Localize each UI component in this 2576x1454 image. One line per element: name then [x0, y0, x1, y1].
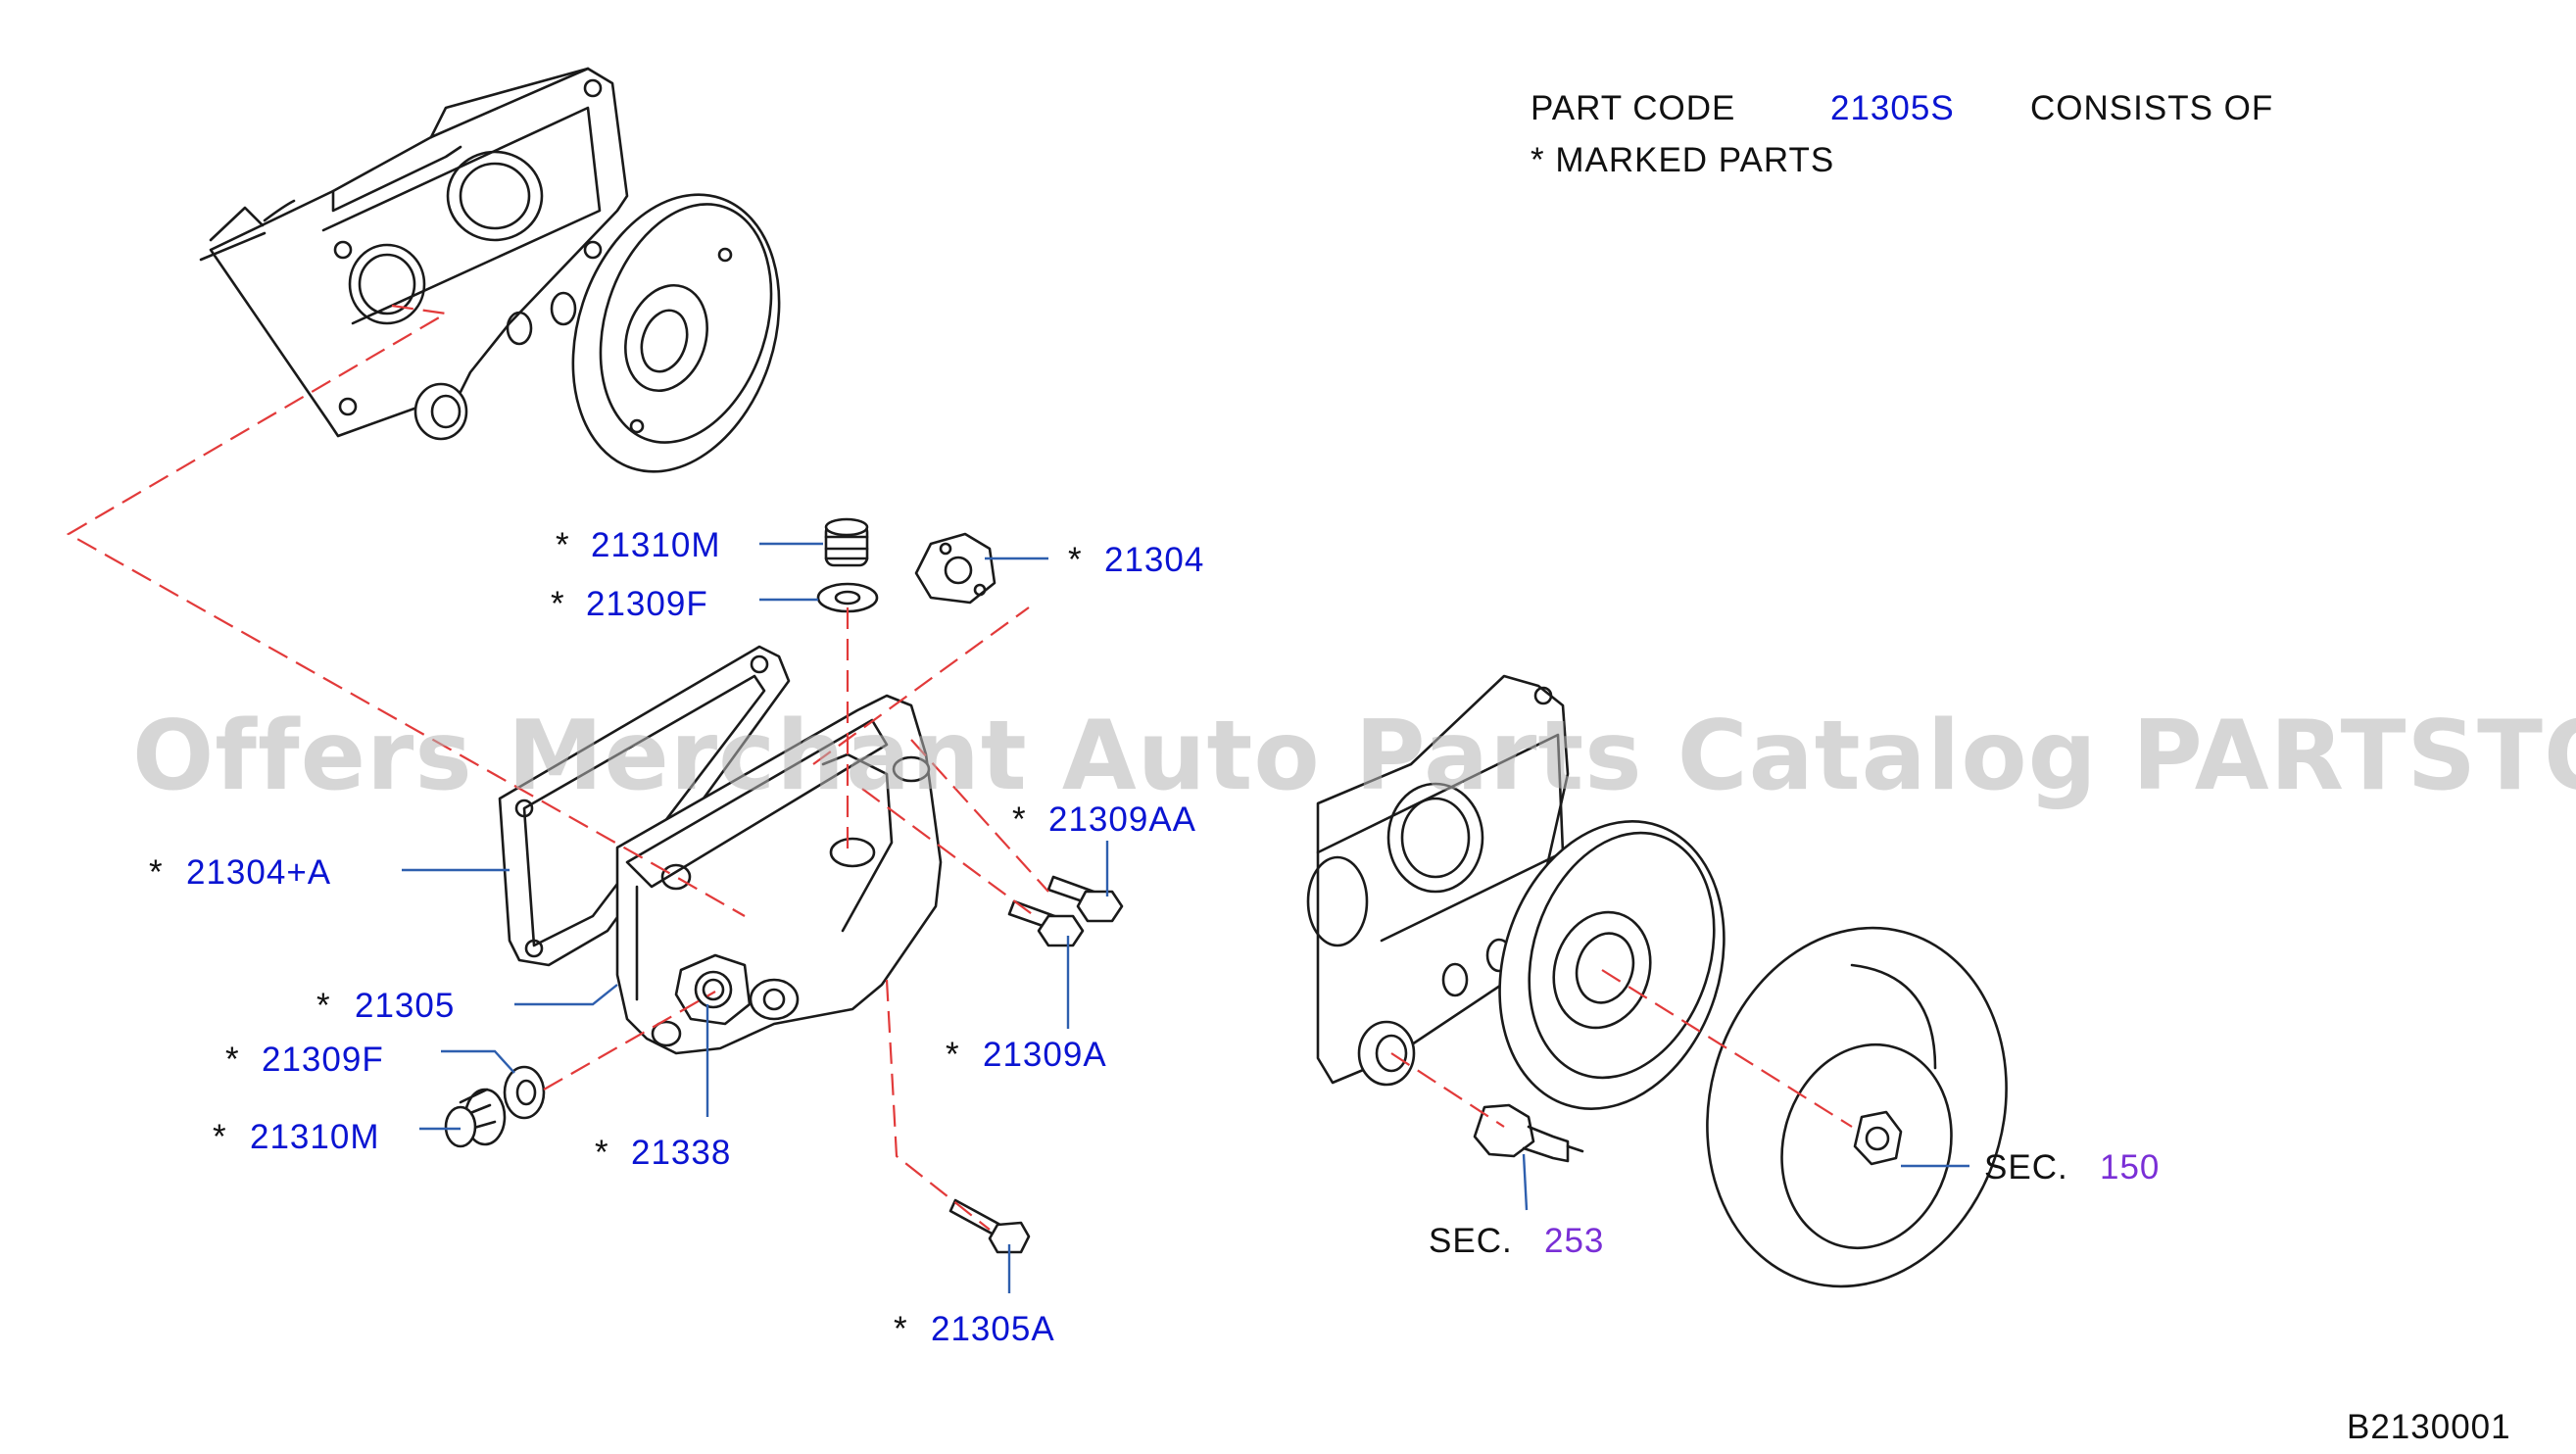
callout-code[interactable]: 21309AA: [1048, 800, 1196, 839]
callout-code[interactable]: 21310M: [591, 526, 720, 564]
callout-code[interactable]: 21304: [1104, 541, 1204, 579]
callout-marker: *: [225, 1041, 240, 1079]
callout-marker: *: [894, 1310, 908, 1348]
callout-marker: *: [149, 853, 164, 892]
header-note: PART CODE 21305S CONSISTS OF * MARKED PA…: [1531, 89, 2273, 179]
section-ref-150[interactable]: SEC. 150: [1984, 1148, 2160, 1187]
bolt-21310m-bottom: [444, 1088, 507, 1148]
header-line2: * MARKED PARTS: [1531, 141, 1834, 179]
callout-code[interactable]: 21305A: [931, 1310, 1055, 1348]
header-set-code[interactable]: 21305S: [1830, 89, 1955, 127]
callout-21309f-top[interactable]: * 21309F: [551, 585, 708, 623]
callout-code[interactable]: 21338: [631, 1134, 731, 1172]
section-label: SEC.: [1429, 1222, 1513, 1260]
callout-marker: *: [551, 585, 565, 623]
oil-filter-bracket: [498, 645, 943, 1055]
callout-21309a[interactable]: * 21309A: [946, 1036, 1107, 1074]
callout-21305[interactable]: * 21305: [316, 987, 455, 1025]
callout-marker: *: [213, 1118, 227, 1156]
bolt-21310m-top: [824, 517, 869, 567]
callout-code[interactable]: 21305: [355, 987, 455, 1025]
callout-marker: *: [595, 1134, 609, 1172]
callout-21338[interactable]: * 21338: [595, 1134, 731, 1172]
callout-marker: *: [316, 987, 331, 1025]
section-number[interactable]: 150: [2100, 1148, 2160, 1187]
gasket-21304: [914, 532, 996, 605]
callout-code[interactable]: 21309A: [983, 1036, 1107, 1074]
callout-21310m-top[interactable]: * 21310M: [556, 526, 720, 564]
section-ref-253[interactable]: SEC. 253: [1429, 1222, 1604, 1260]
callout-marker: *: [946, 1036, 960, 1074]
section-label: SEC.: [1984, 1148, 2068, 1187]
engine-block-top-left: [199, 67, 781, 473]
callout-21310m-bottom[interactable]: * 21310M: [213, 1118, 379, 1156]
bolt-21309a: [1007, 899, 1085, 947]
section-number[interactable]: 253: [1544, 1222, 1604, 1260]
callout-code[interactable]: 21309F: [262, 1041, 384, 1079]
washer-21309f-bottom: [503, 1065, 546, 1120]
callout-21309f-bottom[interactable]: * 21309F: [225, 1041, 384, 1079]
callout-21305a[interactable]: * 21305A: [894, 1310, 1055, 1348]
header-line1-suffix: CONSISTS OF: [2030, 89, 2273, 127]
oil-pressure-sensor: [1473, 1103, 1584, 1163]
washer-21309f-top: [816, 582, 879, 613]
alignment-lines: [66, 304, 1853, 1231]
callout-marker: *: [556, 526, 570, 564]
callout-21304[interactable]: * 21304: [1068, 541, 1204, 579]
watermark: Offers Merchant Auto Parts Catalog PARTS…: [132, 701, 2576, 812]
callout-marker: *: [1068, 541, 1083, 579]
callout-code[interactable]: 21304+A: [186, 853, 331, 892]
header-line1-prefix: PART CODE: [1531, 89, 1735, 127]
bolt-21309aa: [1046, 875, 1124, 923]
diagram-code: B2130001: [2347, 1408, 2511, 1446]
callout-21304-a[interactable]: * 21304+A: [149, 853, 331, 892]
callout-marker: *: [1012, 800, 1027, 839]
callout-code[interactable]: 21310M: [250, 1118, 379, 1156]
leader-lines: [402, 542, 1969, 1293]
callout-21309aa[interactable]: * 21309AA: [1012, 800, 1196, 839]
callout-code[interactable]: 21309F: [586, 585, 708, 623]
engine-block-right: [1306, 674, 2008, 1288]
